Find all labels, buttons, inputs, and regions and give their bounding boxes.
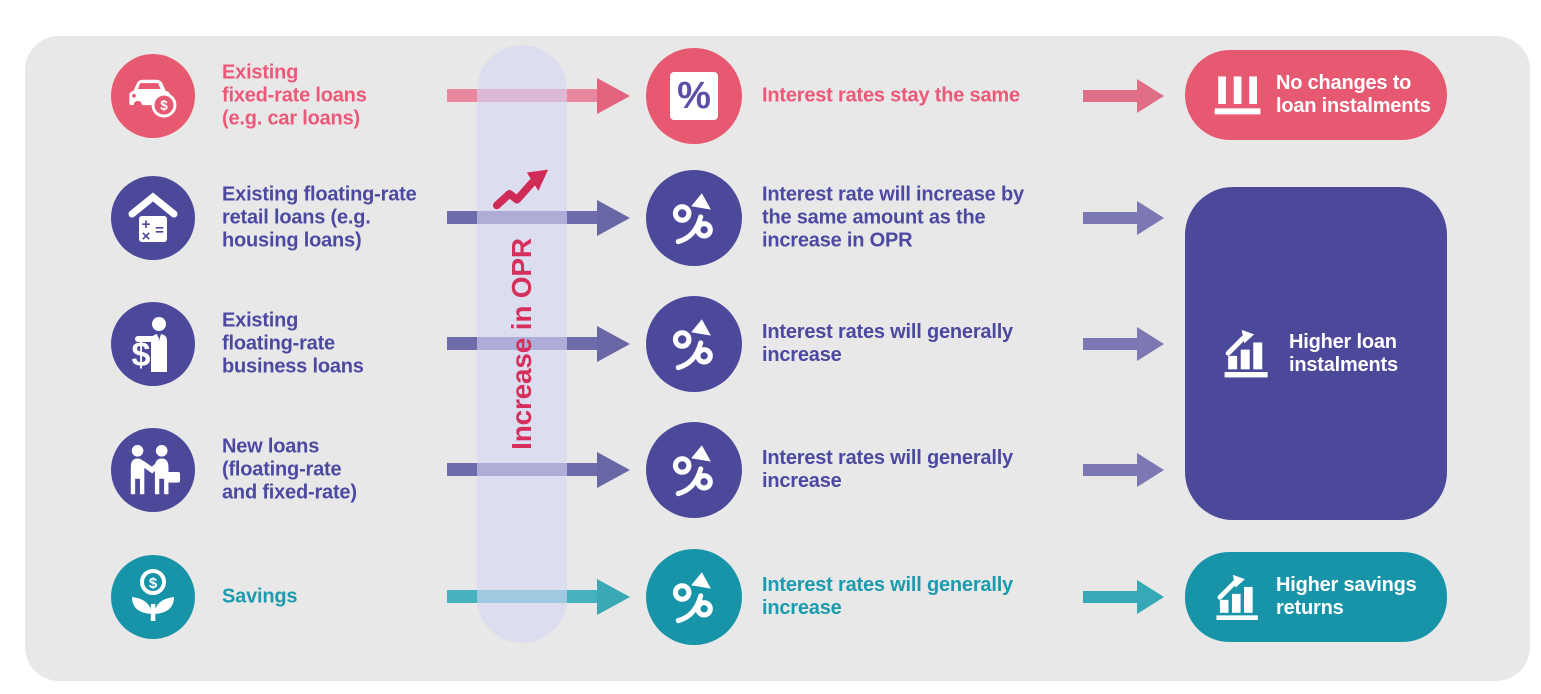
bank-columns-icon xyxy=(1214,76,1261,115)
loan-type-icon-circle: $ xyxy=(111,302,195,386)
percent-up-icon xyxy=(672,445,713,497)
loan-type-label: Existing floating-rate retail loans (e.g… xyxy=(222,183,417,252)
rate-outcome-icon-circle: % xyxy=(646,48,742,144)
percent-up-icon xyxy=(672,572,713,624)
rate-outcome-text: Interest rates will generally increase xyxy=(762,447,1013,492)
flow-arrow-to-result xyxy=(1083,201,1164,235)
flow-arrow-to-result xyxy=(1083,453,1164,487)
flow-arrow-to-result xyxy=(1083,580,1164,614)
percent-icon: % xyxy=(670,72,718,120)
result-box-higher-loan-instalments: Higher loan instalments xyxy=(1185,187,1447,520)
bar-growth-arrow-icon xyxy=(1216,574,1258,621)
loan-type-label: Existing floating-rate business loans xyxy=(222,309,364,378)
percent-up-icon xyxy=(672,319,713,371)
loan-type-icon-circle: $ xyxy=(111,54,195,138)
svg-text:$: $ xyxy=(149,575,158,592)
result-box-no-change: No changes to loan instalments xyxy=(1185,50,1447,140)
svg-text:$: $ xyxy=(160,98,168,113)
opr-band-label: Increase in OPR xyxy=(506,238,537,450)
rate-outcome-text: Interest rates will generally increase xyxy=(762,321,1013,366)
loan-type-label: Savings xyxy=(222,585,298,608)
svg-text:$: $ xyxy=(132,336,151,372)
bar-growth-arrow-icon xyxy=(1224,330,1268,378)
trend-up-icon xyxy=(492,169,549,210)
flow-arrow-to-result xyxy=(1083,327,1164,361)
flow-arrow-to-result xyxy=(1083,79,1164,113)
svg-text:+: + xyxy=(142,216,151,233)
rate-outcome-icon-circle xyxy=(646,296,742,392)
house-calculator-icon: + × = xyxy=(128,192,178,245)
rate-outcome-text: Interest rates stay the same xyxy=(762,84,1020,107)
result-label: No changes to loan instalments xyxy=(1276,72,1431,117)
loan-type-label: New loans (floating-rate and fixed-rate) xyxy=(222,435,357,504)
rate-outcome-text: Interest rate will increase by the same … xyxy=(762,183,1024,252)
loan-type-icon-circle xyxy=(111,428,195,512)
rate-outcome-icon-circle xyxy=(646,170,742,266)
svg-text:=: = xyxy=(155,222,164,239)
business-person-dollar-icon: $ xyxy=(132,317,167,372)
result-label: Higher loan instalments xyxy=(1289,330,1398,376)
money-plant-icon: $ xyxy=(132,569,174,621)
loan-type-icon-circle: $ xyxy=(111,555,195,639)
rate-outcome-icon-circle xyxy=(646,549,742,645)
handshake-people-icon xyxy=(130,444,181,495)
rate-outcome-icon-circle xyxy=(646,422,742,518)
percent-up-icon xyxy=(672,193,713,245)
car-dollar-icon: $ xyxy=(129,79,177,118)
result-box-higher-savings-returns: Higher savings returns xyxy=(1185,552,1447,642)
svg-text:×: × xyxy=(142,228,151,245)
loan-type-icon-circle: + × = xyxy=(111,176,195,260)
result-label: Higher savings returns xyxy=(1276,574,1417,619)
rate-outcome-text: Interest rates will generally increase xyxy=(762,574,1013,619)
opr-band: Increase in OPR xyxy=(477,45,567,643)
loan-type-label: Existing fixed-rate loans (e.g. car loan… xyxy=(222,61,367,130)
